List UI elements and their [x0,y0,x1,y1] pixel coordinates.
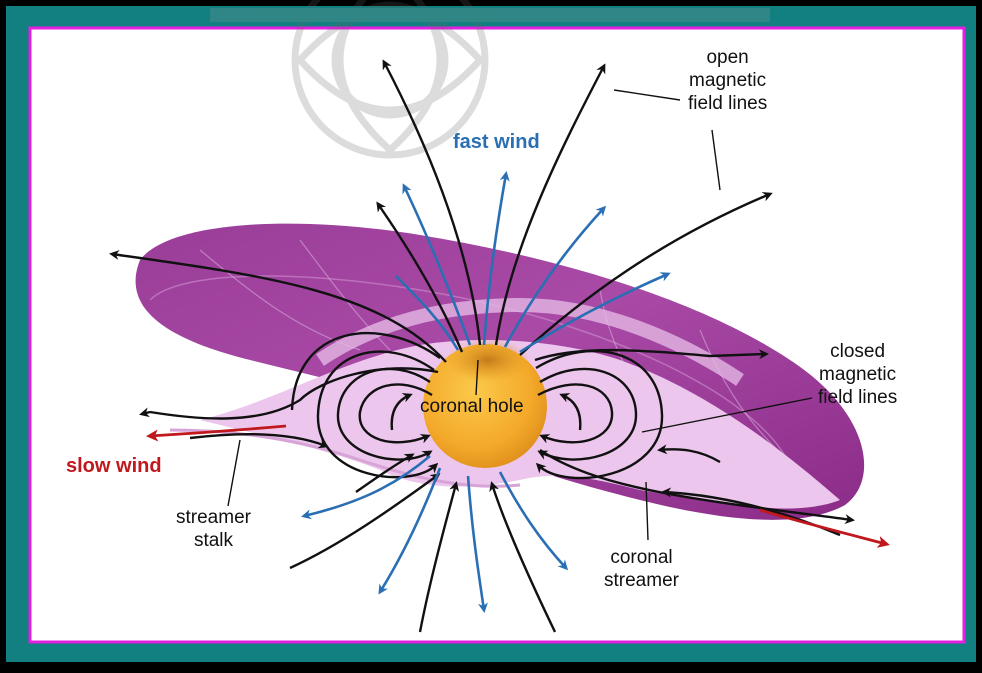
streamer-stalk-label: streamer stalk [176,506,251,552]
closed-field-line-1: closed [818,340,897,363]
fast-wind-label: fast wind [453,131,540,154]
open-field-line-2: magnetic [688,69,767,92]
closed-field-line-2: magnetic [818,363,897,386]
open-field-lines-label: open magnetic field lines [688,46,767,115]
open-field-line-1: open [688,46,767,69]
streamer-stalk-line-1: streamer [176,506,251,529]
open-field-line-3: field lines [688,92,767,115]
closed-field-lines-label: closed magnetic field lines [818,340,897,409]
closed-field-line-3: field lines [818,386,897,409]
coronal-streamer-line-1: coronal [604,546,679,569]
coronal-streamer-label: coronal streamer [604,546,679,592]
coronal-hole-label: coronal hole [420,395,524,418]
streamer-stalk-line-2: stalk [176,529,251,552]
slow-wind-label: slow wind [66,455,162,478]
coronal-streamer-line-2: streamer [604,569,679,592]
